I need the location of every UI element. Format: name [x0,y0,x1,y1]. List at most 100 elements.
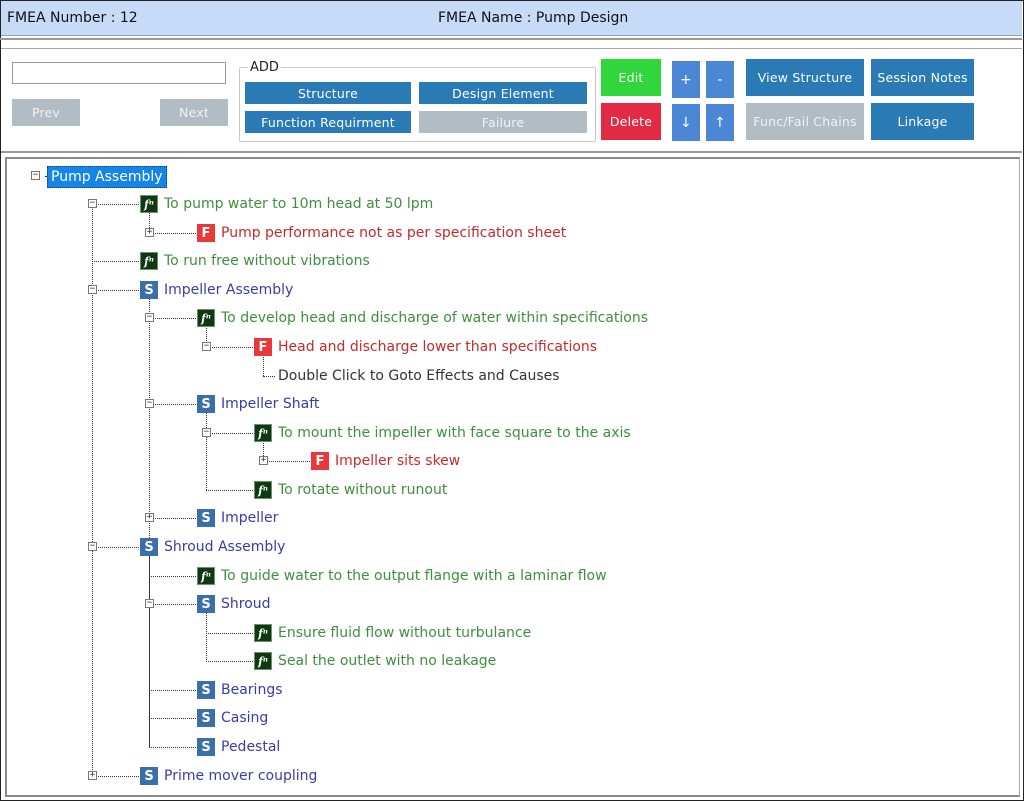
tree-node-structure[interactable]: Pedestal [221,739,281,755]
structure-icon: S [197,738,215,756]
tree-line [263,352,264,376]
structure-icon: S [197,509,215,527]
linkage-button[interactable]: Linkage [871,103,974,140]
tree-line [206,409,207,490]
collapse-toggle[interactable]: − [88,198,97,208]
tree-line [149,404,196,405]
function-icon: fⁿ [254,481,272,499]
collapse-button[interactable]: - [706,61,734,98]
tree-line [149,210,150,232]
structure-icon: S [140,538,158,556]
title-bar: FMEA Number : 12 FMEA Name : Pump Design [1,1,1022,36]
tree-node-failure[interactable]: Head and discharge lower than specificat… [278,339,598,355]
function-icon: fⁿ [197,567,215,585]
tree-node-structure[interactable]: Impeller Shaft [221,396,320,412]
structure-icon: S [197,681,215,699]
fmea-name: FMEA Name : Pump Design [438,10,629,26]
add-design-element-button[interactable]: Design Element [419,82,587,104]
tree-line [206,347,253,348]
tree-line [149,747,196,748]
tree-line [149,552,150,747]
tree-node-function[interactable]: Ensure fluid flow without turbulance [278,625,532,641]
prev-button[interactable]: Prev [12,99,80,126]
tree-line [149,576,196,577]
tree-line [206,661,253,662]
add-group [239,67,596,142]
structure-icon: S [197,595,215,613]
tree-line [149,518,196,519]
tree-node-root[interactable]: Pump Assembly [47,166,167,188]
tree-node-function[interactable]: To pump water to 10m head at 50 lpm [164,196,434,212]
structure-icon: S [197,395,215,413]
collapse-toggle[interactable]: − [145,312,154,322]
session-notes-button[interactable]: Session Notes [871,59,974,96]
add-failure-button[interactable]: Failure [419,111,587,133]
function-icon: fⁿ [254,652,272,670]
tree-node-function[interactable]: To mount the impeller with face square t… [278,425,631,441]
tree-node-structure[interactable]: Impeller Assembly [164,282,294,298]
expand-toggle[interactable]: + [259,455,268,465]
collapse-toggle[interactable]: − [145,598,154,608]
divider [0,38,1022,40]
collapse-toggle[interactable]: − [145,398,154,408]
tree-node-structure[interactable]: Impeller [221,510,279,526]
next-button[interactable]: Next [160,99,228,126]
tree-node-structure[interactable]: Prime mover coupling [164,768,318,784]
tree-node-structure[interactable]: Shroud Assembly [164,539,286,555]
tree-line [206,323,207,347]
function-icon: fⁿ [197,309,215,327]
structure-icon: S [140,281,158,299]
tree-line [92,204,139,205]
collapse-toggle[interactable]: − [202,427,211,437]
tree-node-failure[interactable]: Impeller sits skew [335,453,461,469]
tree-line [149,318,196,319]
collapse-toggle[interactable]: − [88,541,97,551]
failure-icon: F [311,452,329,470]
tree-line [206,610,207,662]
failure-icon: F [254,338,272,356]
tree-line [92,203,93,776]
structure-icon: S [140,767,158,785]
collapse-toggle[interactable]: − [31,170,40,180]
tree-line [92,261,139,262]
tree-line [149,690,196,691]
tree-line [206,433,253,434]
tree-node-structure[interactable]: Casing [221,710,269,726]
tree-node-function[interactable]: Seal the outlet with no leakage [278,653,497,669]
view-structure-button[interactable]: View Structure [746,59,864,96]
move-down-button[interactable]: ↓ [672,104,700,141]
move-up-button[interactable]: ↑ [706,104,734,141]
tree-line [206,633,253,634]
collapse-toggle[interactable]: − [88,284,97,294]
search-input[interactable] [12,62,226,84]
tree-node-function[interactable]: To develop head and discharge of water w… [221,310,649,326]
tree-line [92,776,139,777]
expand-toggle[interactable]: + [145,512,154,522]
function-icon: fⁿ [140,252,158,270]
edit-button[interactable]: Edit [601,59,661,96]
tree-line [263,461,310,462]
expand-button[interactable]: + [672,61,700,98]
tree-node-function[interactable]: To run free without vibrations [164,253,370,269]
tree-node-function[interactable]: To guide water to the output flange with… [221,568,607,584]
expand-toggle[interactable]: + [145,227,154,237]
failure-icon: F [197,224,215,242]
add-function-requirment-button[interactable]: Function Requirment [245,111,411,133]
structure-icon: S [197,709,215,727]
add-group-label: ADD [248,60,281,75]
add-structure-button[interactable]: Structure [245,82,411,104]
tree-node-structure[interactable]: Bearings [221,682,283,698]
tree-node-failure[interactable]: Pump performance not as per specificatio… [221,225,567,241]
tree-panel [5,157,1020,797]
tree-node-structure[interactable]: Shroud [221,596,271,612]
delete-button[interactable]: Delete [601,103,661,140]
tree-line [149,718,196,719]
tree-node-function[interactable]: To rotate without runout [278,482,448,498]
tree-line [92,290,139,291]
tree-line [149,233,196,234]
func-fail-chains-button[interactable]: Func/Fail Chains [746,103,864,140]
collapse-toggle[interactable]: − [202,341,211,351]
tree-node-hint[interactable]: Double Click to Goto Effects and Causes [278,368,560,384]
tree-line [92,547,139,548]
expand-toggle[interactable]: + [88,770,97,780]
